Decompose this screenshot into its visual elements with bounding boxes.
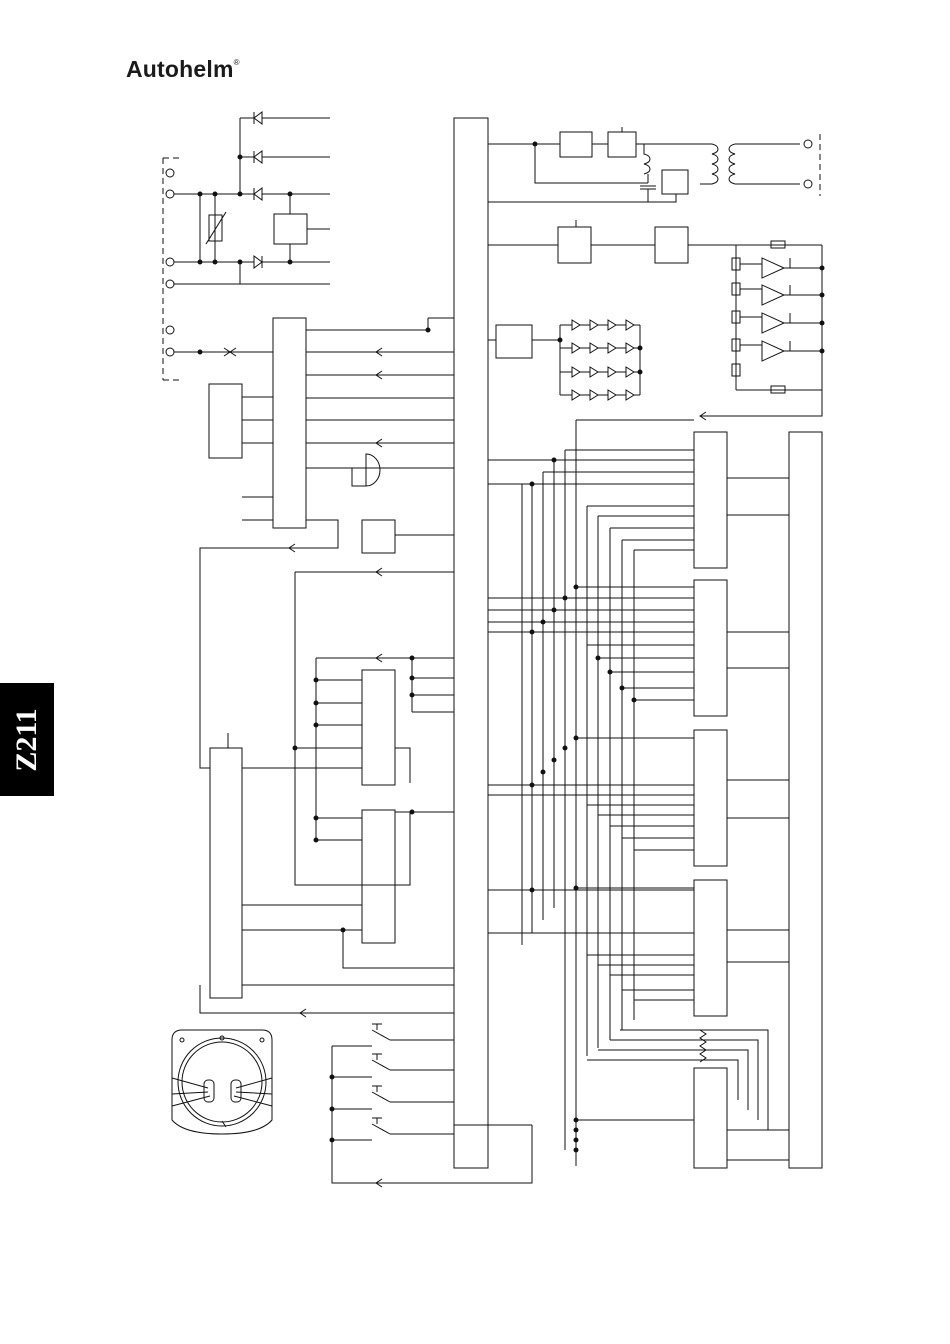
lcd-display bbox=[789, 432, 822, 1168]
keypad-switches bbox=[330, 1024, 454, 1187]
input-connector bbox=[163, 158, 180, 380]
logic-gates bbox=[200, 568, 454, 1017]
interface-ic bbox=[200, 318, 454, 768]
sensor-amplifier bbox=[488, 220, 824, 420]
transducer-output bbox=[488, 127, 820, 202]
data-bus bbox=[332, 420, 768, 1183]
power-input-section bbox=[174, 112, 330, 356]
led-array bbox=[488, 320, 642, 400]
instrument-rear-view bbox=[172, 1030, 272, 1134]
main-microcontroller bbox=[454, 118, 488, 1168]
